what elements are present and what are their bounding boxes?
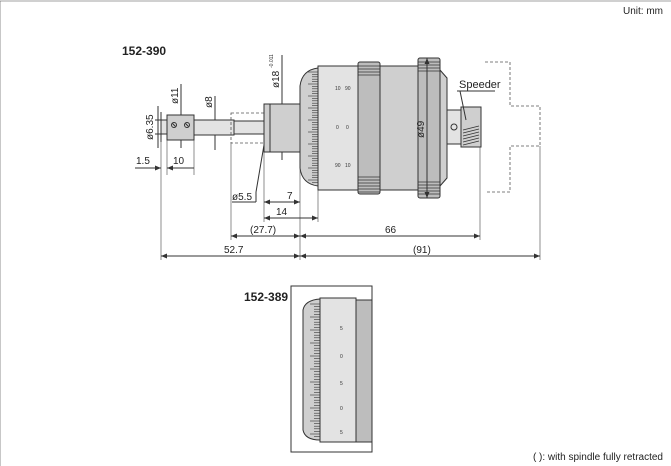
tick-mark [462,125,480,131]
tick-mark [462,140,480,146]
grip-knurl-2 [418,61,440,195]
rear-cap [439,68,448,188]
clamp-screw-right [184,122,190,128]
dim-l15: 1.5 [136,156,150,167]
dim-l66: 66 [385,225,397,236]
sec-scale-mark-2: 0 [340,354,343,360]
speeder-label: Speeder [459,79,501,91]
diameter-dimensions: ø6.35 ø11 ø8 ø18 -0.011 ø49 ø5.5 [145,54,430,203]
dim-l14: 14 [276,207,288,218]
grip-knurl-1 [358,65,380,193]
speeder-outline-dashed [485,61,541,193]
dim-l277: (27.7) [250,225,276,236]
scale-mark-3: 0 [336,125,339,131]
scale-mark-5: 90 [335,163,341,169]
barrel [263,103,301,153]
thimble-graduations [308,71,318,183]
dim-d18-tolerance: -0.011 [269,54,275,68]
dim-d49: ø49 [416,120,427,138]
speeder-leader [459,90,467,121]
dim-d8: ø8 [204,96,215,108]
secondary-graduations [310,303,320,437]
clamp-block [166,114,195,141]
secondary-thimble-bevel [302,298,321,441]
tick-mark [462,134,480,140]
tick-mark [462,137,480,143]
sec-scale-mark-1: 5 [340,326,343,332]
tick-mark [462,128,480,134]
unit-note: Unit: mm [623,6,663,17]
sec-scale-mark-4: 0 [340,406,343,412]
dim-l7: 7 [287,191,293,202]
secondary-thimble-view: 5 0 5 0 5 [290,285,373,453]
length-dimensions: 1.5 10 7 14 (27.7) 66 52.7 (91) [135,140,541,260]
thimble-body [379,65,419,191]
speeder-shaft [446,109,462,145]
dim-l527: 52.7 [224,245,244,256]
spindle [193,119,235,136]
dim-d635: ø6.35 [145,114,156,140]
dim-d55: ø5.5 [232,192,252,203]
scale-mark-2: 90 [345,86,351,92]
sec-scale-mark-5: 5 [340,430,343,436]
scale-mark-6: 10 [345,163,351,169]
grip-ring-1 [357,61,381,195]
main-micrometer-head: 10 90 0 0 90 10 Speeder [160,57,541,199]
speeder-knob [460,106,482,148]
speeder-knurl [462,125,480,146]
dim-l10: 10 [173,156,185,167]
model-label-main: 152-390 [122,44,166,58]
retracted-note: ( ): with spindle fully retracted [533,452,663,463]
dim-d18: ø18 [271,70,282,88]
speeder-pin [450,123,458,131]
secondary-scale-band [319,297,357,443]
dim-l91: (91) [413,245,431,256]
secondary-grip-ring [355,299,373,443]
spindle-sleeve [233,120,267,135]
dim-d11: ø11 [170,87,181,104]
clamp-screw-left [171,122,177,128]
spindle-tip [160,119,168,135]
tick-mark [462,131,480,137]
scale-mark-4: 0 [346,125,349,131]
thimble-scale-band [317,65,359,191]
sec-scale-mark-3: 5 [340,381,343,387]
model-label-secondary: 152-389 [244,290,288,304]
scale-mark-1: 10 [335,86,341,92]
